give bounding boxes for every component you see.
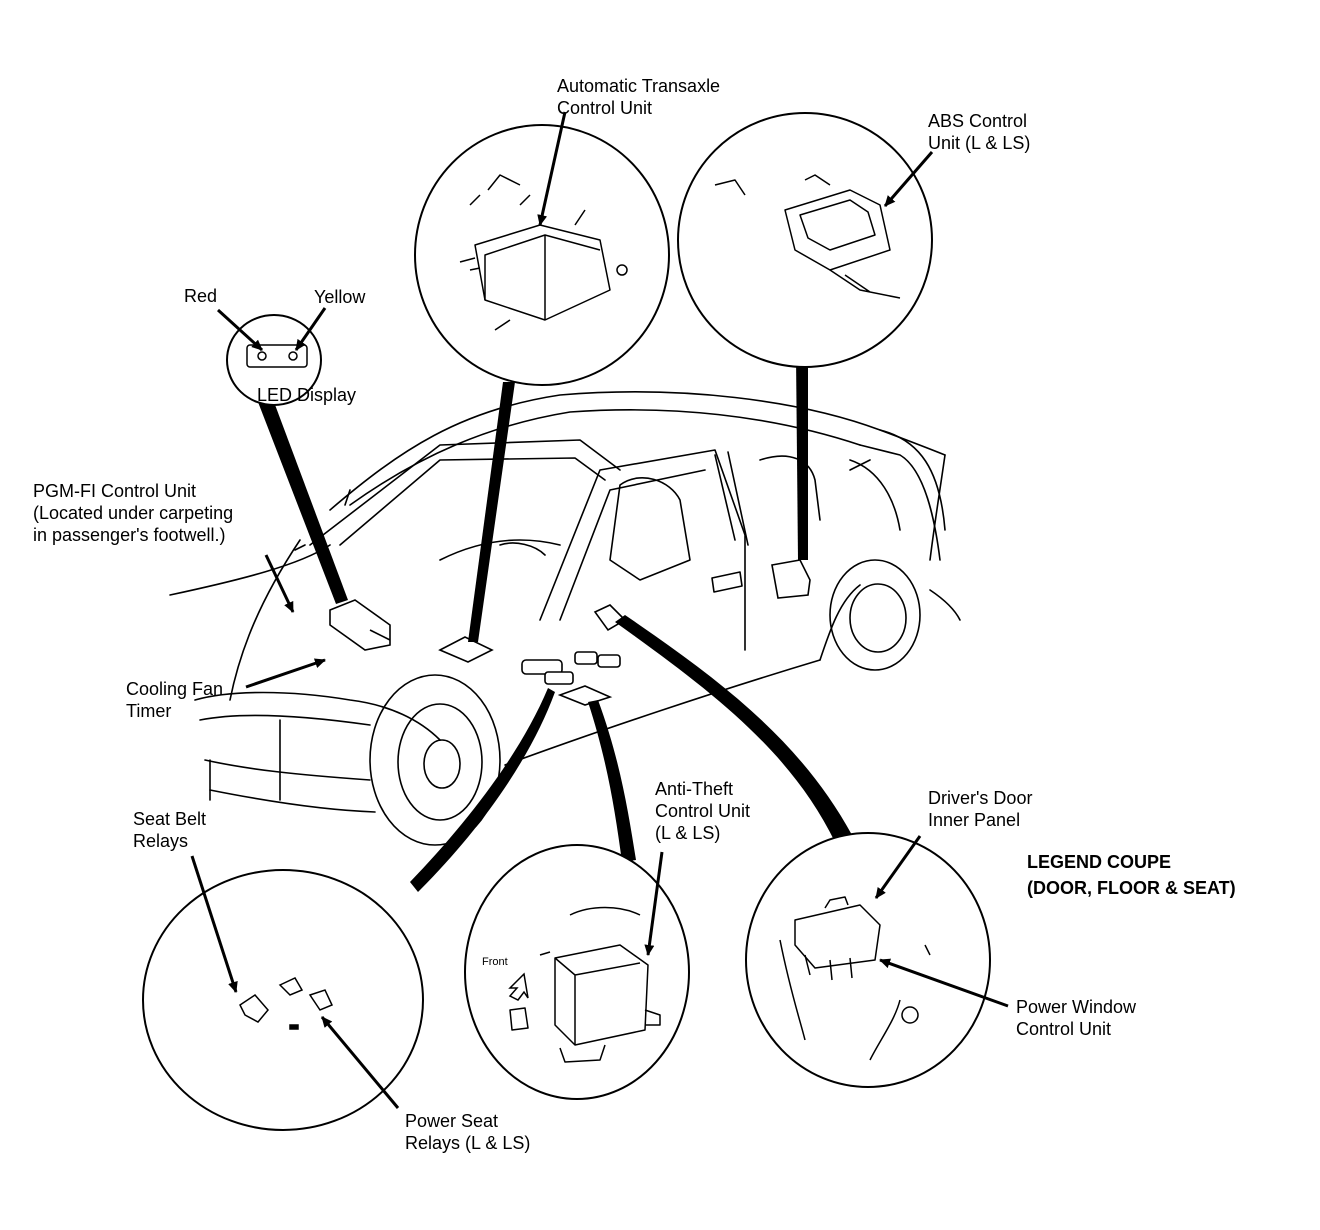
seatbelt-sketch <box>239 977 334 1030</box>
anti-theft-label: Anti-Theft Control Unit (L & LS) <box>655 778 750 844</box>
seat-belt-label-line1: Seat Belt <box>133 809 207 829</box>
cooling-fan-label-line1: Cooling Fan <box>126 679 224 699</box>
powerwindow-sketch <box>779 896 931 1061</box>
atcu-sketch <box>459 174 628 331</box>
seat-belt-label-line2: Relays <box>133 831 189 851</box>
led-display-label: LED Display <box>257 385 357 405</box>
cooling-fan-label-line2: Timer <box>126 701 172 721</box>
atcu-label-line1: Automatic Transaxle <box>557 76 721 96</box>
front-label: Front <box>482 956 508 968</box>
abs-label-line1: ABS Control <box>928 111 1028 131</box>
power-window-label-line1: Power Window <box>1016 997 1137 1017</box>
power-seat-label-line1: Power Seat <box>405 1111 499 1131</box>
atcu-label: Automatic Transaxle Control Unit <box>557 75 720 119</box>
power-window-label-line2: Control Unit <box>1016 1019 1112 1039</box>
antitheft-callout <box>464 844 690 1100</box>
pgm-fi-label-line1: PGM-FI Control Unit <box>33 481 197 501</box>
atcu-label-line2: Control Unit <box>557 98 653 118</box>
powerwindow-callout <box>745 832 991 1088</box>
power-seat-label: Power Seat Relays (L & LS) <box>405 1110 530 1154</box>
pointer-arrows <box>190 111 1009 1109</box>
abs-sketch <box>714 174 901 299</box>
led-callout <box>226 314 322 406</box>
legend-title-line1: LEGEND COUPE <box>1027 852 1172 872</box>
pgm-fi-label-line2: (Located under carpeting <box>33 503 234 523</box>
atcu-module <box>438 636 494 663</box>
callout-circles <box>142 112 991 1131</box>
drivers-door-label-line1: Driver's Door <box>928 788 1033 808</box>
power-window-label: Power Window Control Unit <box>1016 996 1136 1040</box>
antitheft-sketch <box>509 906 661 1063</box>
legend-title-line2: (DOOR, FLOOR & SEAT) <box>1027 878 1236 898</box>
atcu-callout <box>414 124 670 386</box>
power-seat-label-line2: Relays (L & LS) <box>405 1133 531 1153</box>
pgm-fi-label-line3: in passenger's footwell.) <box>33 525 226 545</box>
drivers-door-label: Driver's Door Inner Panel <box>928 787 1032 831</box>
abs-label: ABS Control Unit (L & LS) <box>928 110 1030 154</box>
abs-module <box>771 559 811 599</box>
seatbelt-callout <box>142 869 424 1131</box>
anti-theft-label-line2: Control Unit <box>655 801 751 821</box>
pgm-fi-label: PGM-FI Control Unit (Located under carpe… <box>33 480 233 546</box>
car-illustration <box>169 391 961 846</box>
abs-callout <box>677 112 933 368</box>
pgm-fi-control-unit-module <box>329 599 391 651</box>
abs-label-line2: Unit (L & LS) <box>928 133 1031 153</box>
leader-bands <box>258 355 852 892</box>
red-label: Red <box>184 286 218 306</box>
led-sketch <box>246 344 308 368</box>
anti-theft-label-line1: Anti-Theft <box>655 779 734 799</box>
seat-belt-label: Seat Belt Relays <box>133 808 206 852</box>
anti-theft-label-line3: (L & LS) <box>655 823 721 843</box>
cooling-fan-label: Cooling Fan Timer <box>126 678 223 722</box>
drivers-door-label-line2: Inner Panel <box>928 810 1021 830</box>
yellow-label: Yellow <box>314 287 366 307</box>
legend-title: LEGEND COUPE (DOOR, FLOOR & SEAT) <box>1027 849 1236 901</box>
relay-cluster <box>521 604 627 706</box>
front-arrow-icon <box>508 972 529 1001</box>
